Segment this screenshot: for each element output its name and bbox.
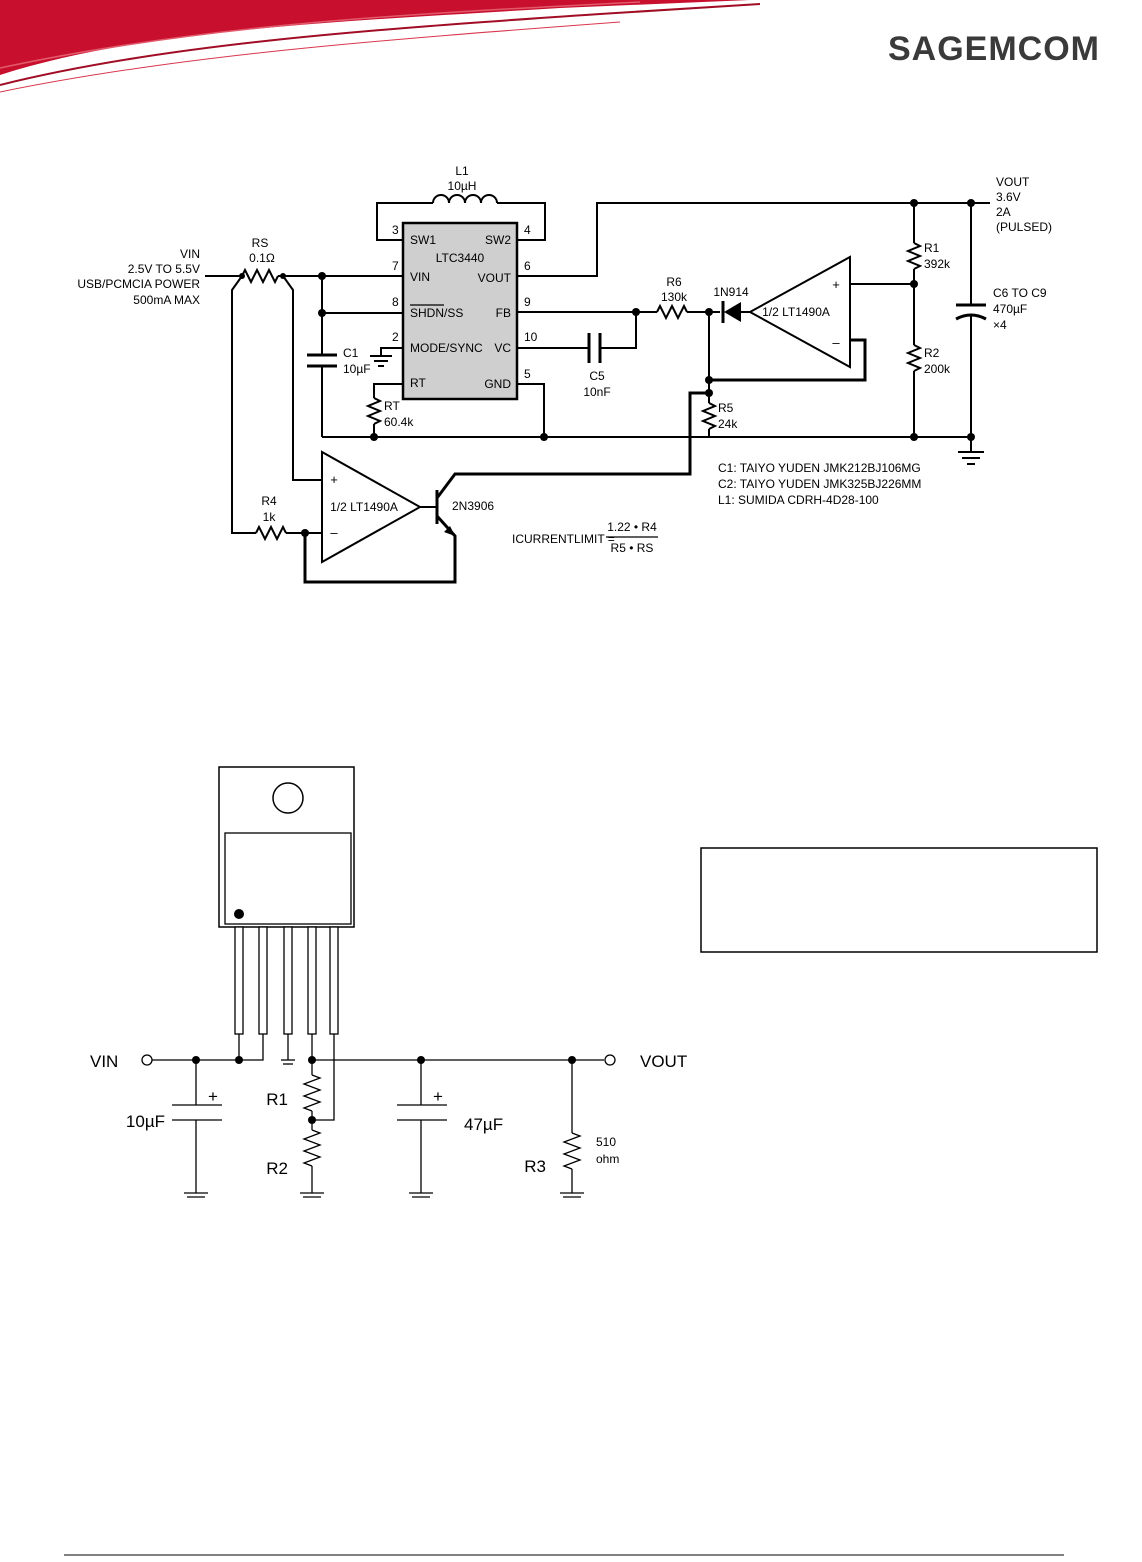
- opamp-top-name: 1/2 LT1490A: [762, 305, 830, 319]
- r5-value: 24k: [718, 417, 738, 431]
- r6-value: 130k: [661, 290, 688, 304]
- cout2-plus: +: [433, 1087, 443, 1106]
- rs-value: 0.1Ω: [249, 251, 275, 265]
- vout-name: VOUT: [996, 175, 1030, 189]
- vin2-label: VIN: [90, 1052, 118, 1071]
- cout-name: C6 TO C9: [993, 286, 1047, 300]
- cout-count: ×4: [993, 318, 1007, 332]
- c5-name: C5: [589, 369, 605, 383]
- r1-value: 392k: [924, 257, 951, 271]
- vout-line2: 2A: [996, 205, 1011, 219]
- vin-name: VIN: [180, 247, 200, 261]
- pin-num-5: 5: [524, 367, 531, 381]
- vout2-label: VOUT: [640, 1052, 687, 1071]
- r3-value-2: ohm: [596, 1152, 619, 1166]
- pin-num-4: 4: [524, 223, 531, 237]
- pin-label-vc: VC: [494, 341, 511, 355]
- pin-label-shdn: SHDN/SS: [410, 306, 463, 320]
- r4-value: 1k: [263, 510, 277, 524]
- pin-label-vout: VOUT: [478, 271, 512, 285]
- cout2-value: 47µF: [464, 1115, 503, 1134]
- pin-num-8: 8: [392, 295, 399, 309]
- cout-value: 470µF: [993, 302, 1027, 316]
- pin-label-mode: MODE/SYNC: [410, 341, 483, 355]
- r2-2-name: R2: [266, 1159, 288, 1178]
- pin-label-vin: VIN: [410, 270, 430, 284]
- r4-name: R4: [261, 494, 277, 508]
- header-swoosh: [0, 0, 761, 93]
- r6-name: R6: [666, 275, 682, 289]
- c1-value: 10µF: [343, 362, 371, 376]
- note-c2: C2: TAIYO YUDEN JMK325BJ226MM: [718, 477, 921, 491]
- rs-name: RS: [252, 236, 269, 250]
- r3-name: R3: [524, 1157, 546, 1176]
- rt-name: RT: [384, 399, 400, 413]
- logo: SAGEMCOM: [888, 30, 1100, 68]
- pin-label-sw1: SW1: [410, 233, 436, 247]
- r1-name: R1: [924, 241, 940, 255]
- annotation-box: [700, 847, 1098, 953]
- pin-num-3: 3: [392, 223, 399, 237]
- c1-name: C1: [343, 346, 359, 360]
- formula-numerator: 1.22 • R4: [607, 520, 657, 534]
- vin-line3: 500mA MAX: [133, 293, 200, 307]
- pin-num-2: 2: [392, 330, 399, 344]
- vout-line3: (PULSED): [996, 220, 1052, 234]
- transistor-name: 2N3906: [452, 499, 494, 513]
- opamp-top-minus: –: [832, 335, 840, 350]
- ic-ltc3440: [401, 221, 519, 401]
- pin-num-6: 6: [524, 259, 531, 273]
- vout-line1: 3.6V: [996, 190, 1021, 204]
- schematic-ltc3440: LTC3440 SW1 VIN SHDN/SS MODE/SYNC RT SW2…: [77, 164, 1052, 584]
- formula-lhs: ICURRENTLIMIT =: [512, 532, 615, 546]
- formula-denominator: R5 • RS: [611, 541, 654, 555]
- vin-line2: USB/PCMCIA POWER: [77, 277, 200, 291]
- opamp-bottom-plus: +: [330, 472, 338, 487]
- l1-name: L1: [455, 164, 469, 178]
- pin-label-sw2: SW2: [485, 233, 511, 247]
- pin-num-10: 10: [524, 330, 538, 344]
- l1-value: 10µH: [448, 179, 477, 193]
- r1-2-name: R1: [266, 1090, 288, 1109]
- schematic-regulator: VIN + 10µF VOUT R1 R2: [90, 766, 687, 1198]
- vin-line1: 2.5V TO 5.5V: [128, 262, 200, 276]
- opamp-bottom-name: 1/2 LT1490A: [330, 500, 398, 514]
- cin-plus: +: [208, 1087, 218, 1106]
- pin-label-rt: RT: [410, 376, 426, 390]
- r2-value: 200k: [924, 362, 951, 376]
- pin-label-gnd: GND: [484, 377, 511, 391]
- opamp-top-plus: +: [832, 277, 840, 292]
- note-l1: L1: SUMIDA CDRH-4D28-100: [718, 493, 879, 507]
- rt-value: 60.4k: [384, 415, 414, 429]
- ic-name: LTC3440: [436, 251, 485, 265]
- note-c1: C1: TAIYO YUDEN JMK212BJ106MG: [718, 461, 921, 475]
- pin-num-9: 9: [524, 295, 531, 309]
- pin-num-7: 7: [392, 259, 399, 273]
- pin-label-fb: FB: [496, 306, 511, 320]
- diode-name: 1N914: [713, 285, 749, 299]
- r3-value-1: 510: [596, 1135, 616, 1149]
- r5-name: R5: [718, 401, 734, 415]
- c5-value: 10nF: [583, 385, 610, 399]
- cin-value: 10µF: [126, 1112, 165, 1131]
- r2-name: R2: [924, 346, 940, 360]
- opamp-bottom-minus: –: [330, 525, 338, 540]
